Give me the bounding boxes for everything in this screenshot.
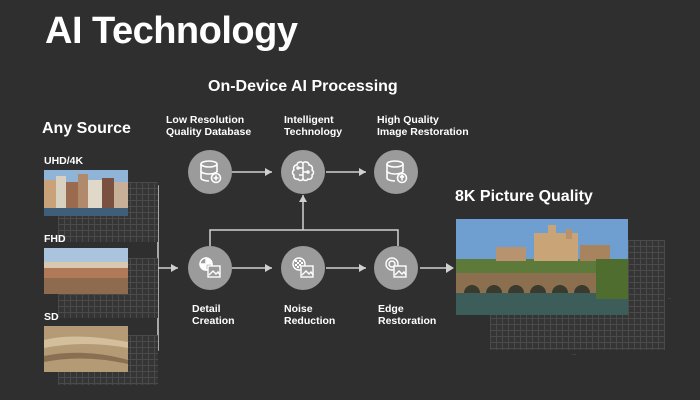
source-label-sd: SD [44,311,59,323]
arrow-noise [265,264,272,272]
page-title: AI Technology [45,10,298,52]
feedback-bus-line [209,229,399,246]
arrow-edge [359,264,366,272]
source-heading: Any Source [42,120,131,137]
edge-image-icon [374,246,418,290]
detail-image-icon [188,246,232,290]
output-8k-image [456,219,628,315]
fhd-image [44,248,128,294]
label-intelligent: Intelligent Technology [284,114,343,138]
arrow-restore [359,168,366,176]
database-plus-icon [188,150,232,194]
brain-icon [281,150,325,194]
source-label-uhd: UHD/4K [44,155,84,167]
arrow-up-brain [299,195,307,202]
arrow-output [446,263,454,273]
output-heading: 8K Picture Quality [455,188,593,205]
source-label-fhd: FHD [44,233,66,245]
noise-image-icon [281,246,325,290]
output-grid-height-mark: ·· [668,296,671,301]
arrow-detail [171,264,178,272]
arrow-brain [265,168,272,176]
label-database: Low Resolution Quality Database [166,114,252,138]
label-detail: Detail Creation [192,303,235,327]
label-noise: Noise Reduction [284,303,336,327]
uhd-image [44,170,128,216]
sd-image [44,326,128,372]
database-upload-icon [374,150,418,194]
label-restoration: High Quality Image Restoration [377,114,469,138]
output-grid-width-mark: ··· [572,352,576,357]
processing-heading: On-Device AI Processing [208,78,398,95]
label-edge: Edge Restoration [378,303,437,327]
